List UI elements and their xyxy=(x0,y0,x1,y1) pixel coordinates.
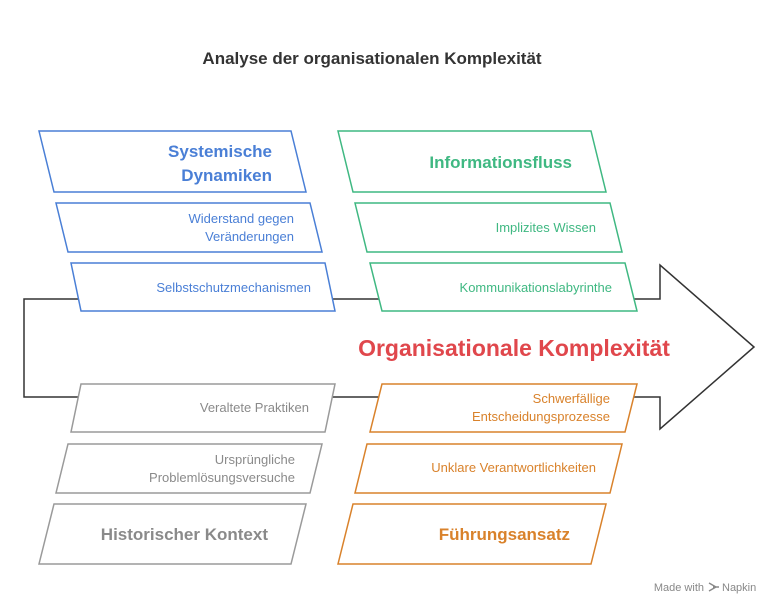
leadership-header-box xyxy=(337,503,607,565)
historical-header-label: Historischer Kontext xyxy=(101,525,269,544)
historical-header-box xyxy=(38,503,307,565)
historical-item2-box xyxy=(55,443,323,494)
leadership-item2-box xyxy=(354,443,623,494)
historical-item2-line1: Ursprüngliche xyxy=(215,452,295,467)
systemic-item1-line1: Widerstand gegen xyxy=(188,211,294,226)
information-item1-label: Implizites Wissen xyxy=(496,220,596,235)
leadership-item1-box xyxy=(369,383,638,433)
systemic-header-box xyxy=(38,130,307,193)
systemic-item2-box xyxy=(70,262,336,312)
systemic-item1-box xyxy=(55,202,323,253)
information-header-label: Informationsfluss xyxy=(429,153,572,172)
historical-item2-line2: Problemlösungsversuche xyxy=(149,470,295,485)
historical-item1-label: Veraltete Praktiken xyxy=(200,400,309,415)
systemic-item2-label: Selbstschutzmechanismen xyxy=(156,280,311,295)
information-header-box xyxy=(337,130,607,193)
leadership-item1-line1: Schwerfällige xyxy=(533,391,610,406)
leadership-item1-line2: Entscheidungsprozesse xyxy=(472,409,610,424)
information-item1-box xyxy=(354,202,623,253)
diagram-title: Analyse der organisationalen Komplexität xyxy=(202,49,541,68)
napkin-logo-icon xyxy=(708,582,719,592)
leadership-item2-label: Unklare Verantwortlichkeiten xyxy=(431,460,596,475)
historical-item1-box xyxy=(70,383,336,433)
footer-brand: Napkin xyxy=(722,582,756,594)
center-label: Organisationale Komplexität xyxy=(358,335,670,361)
systemic-header-line2: Dynamiken xyxy=(181,166,272,185)
information-item2-box xyxy=(369,262,638,312)
systemic-header-line1: Systemische xyxy=(168,142,272,161)
footer-made-with: Made with xyxy=(654,582,704,594)
leadership-header-label: Führungsansatz xyxy=(439,525,570,544)
information-item2-label: Kommunikationslabyrinthe xyxy=(460,280,612,295)
systemic-item1-line2: Veränderungen xyxy=(205,229,294,244)
